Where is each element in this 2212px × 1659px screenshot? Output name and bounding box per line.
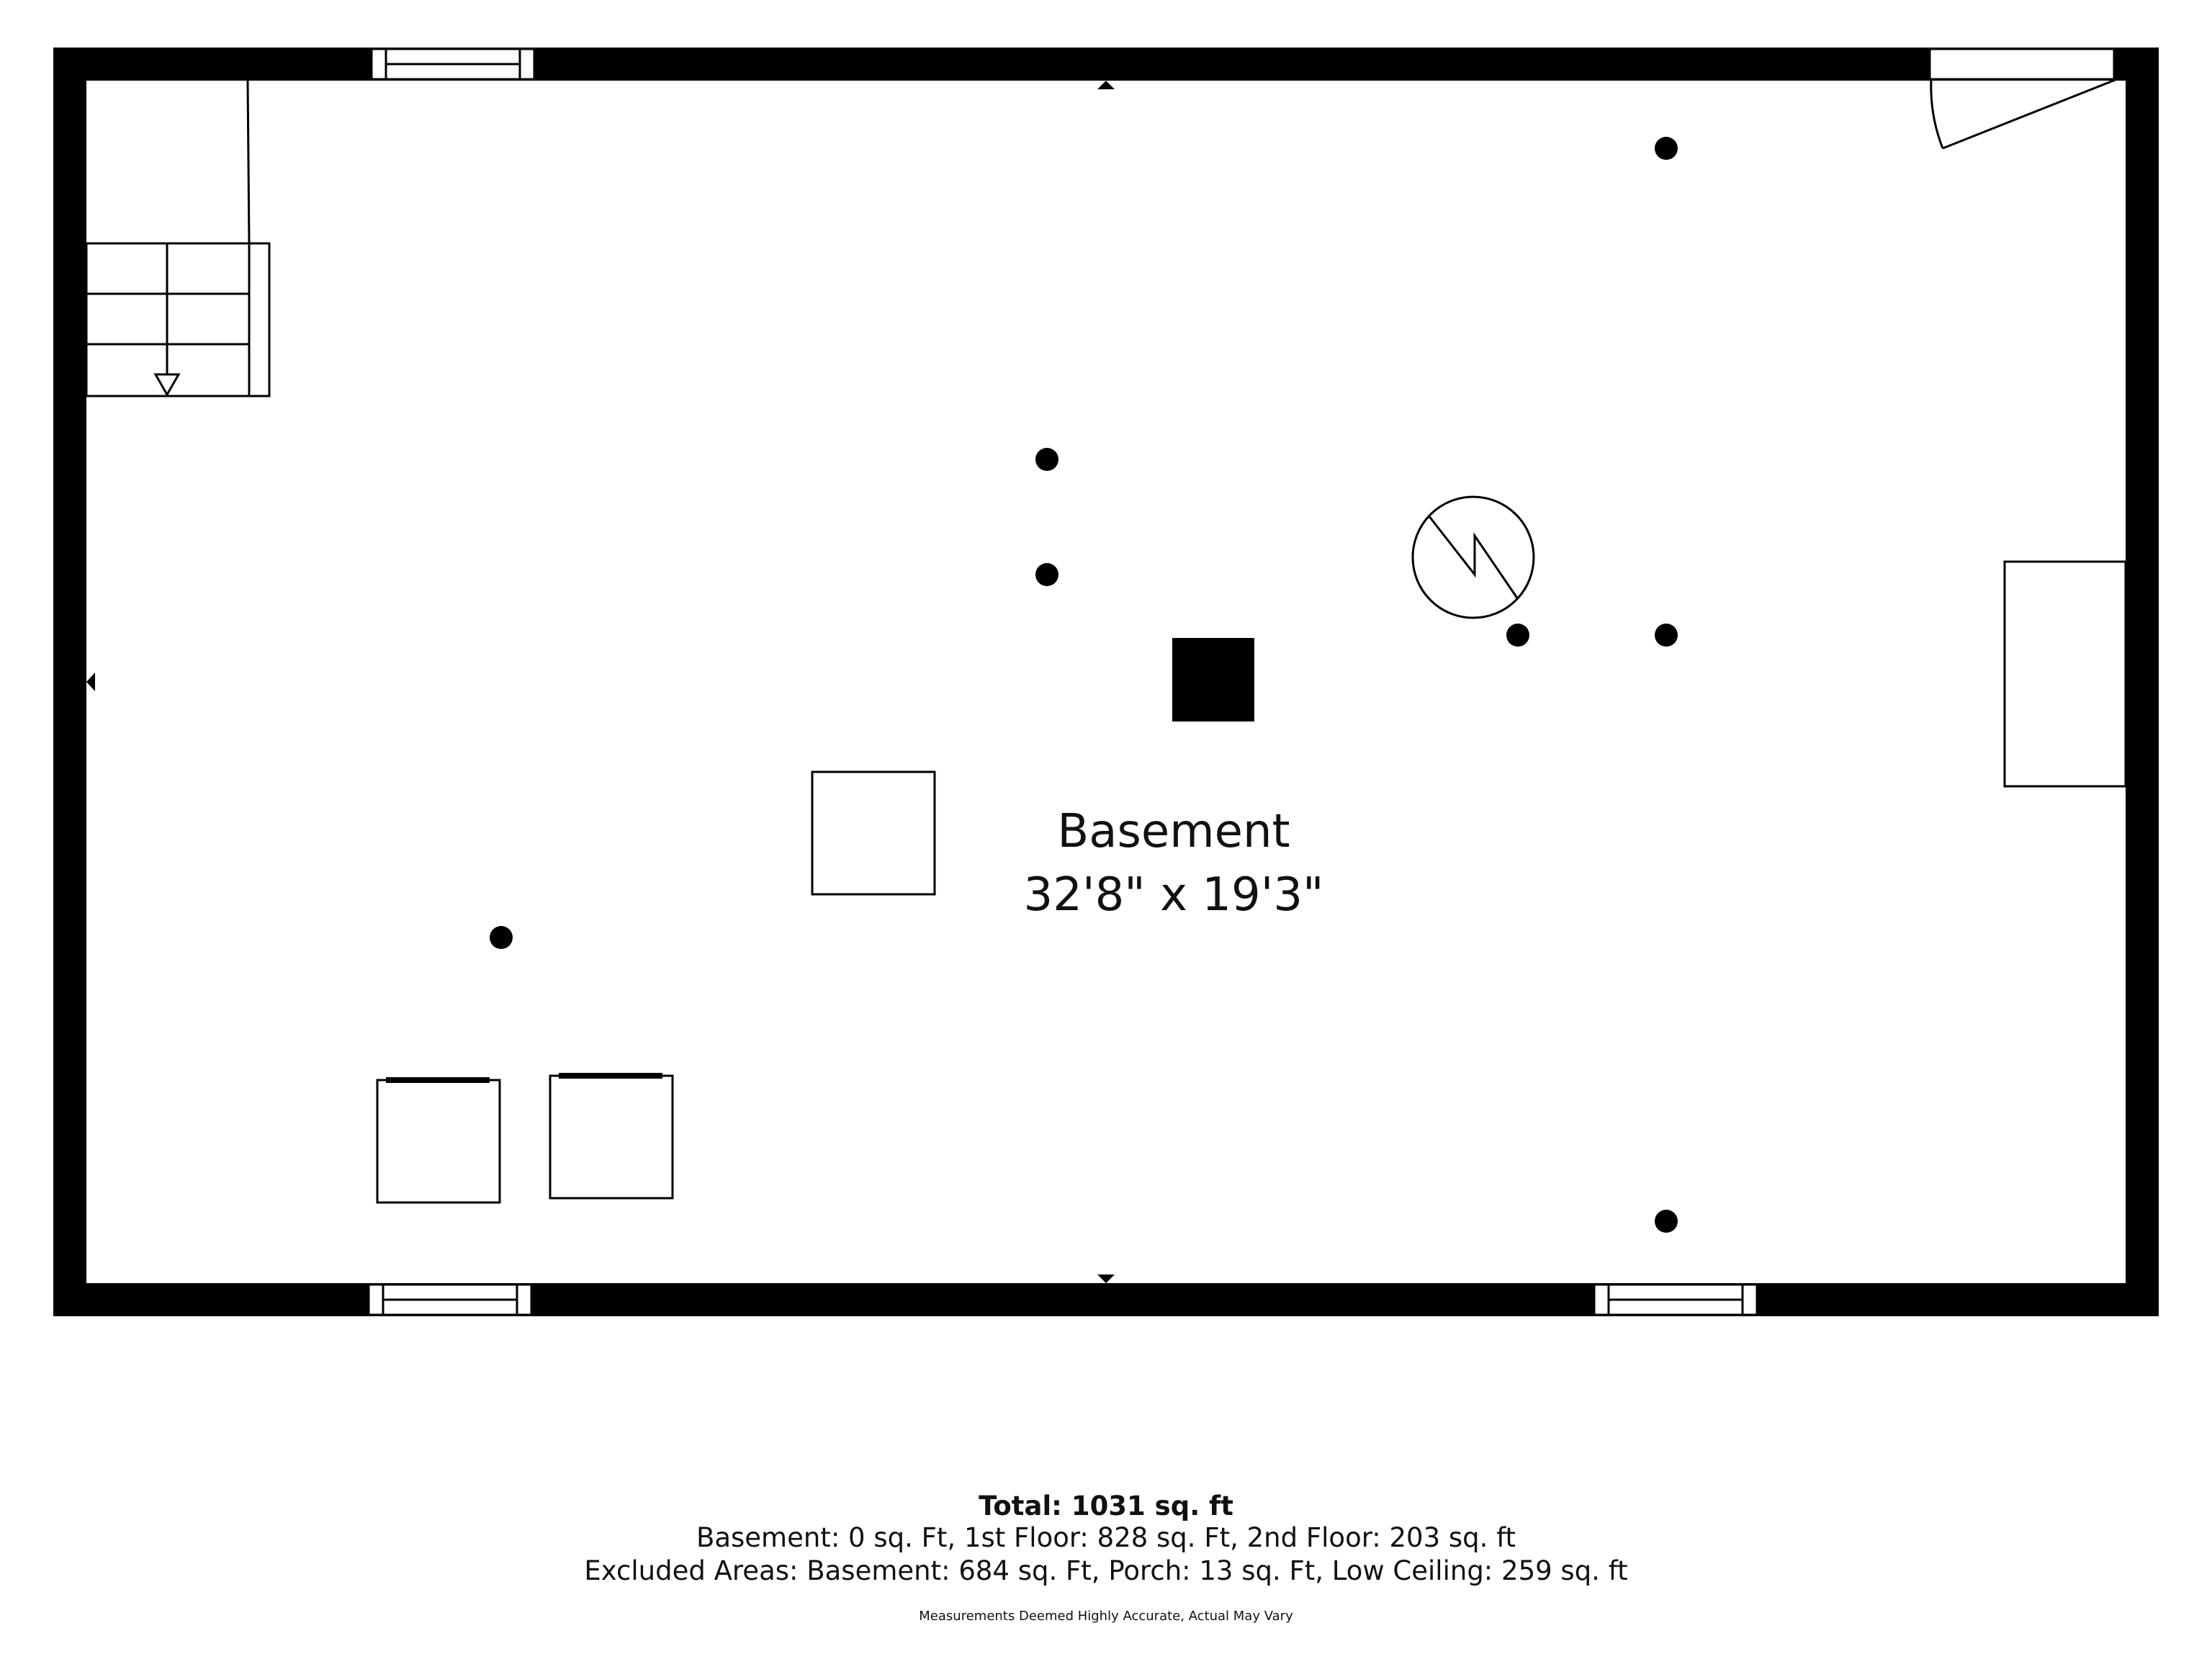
door-swing-icon	[1928, 48, 2118, 150]
window-icon	[367, 1283, 533, 1316]
windows	[367, 48, 1758, 1316]
support-post-icon	[1035, 448, 1058, 471]
laundry-appliances	[376, 1073, 674, 1204]
support-post-icon	[1506, 624, 1529, 647]
wall-right	[2126, 48, 2159, 1316]
water-heater-icon	[1411, 495, 1535, 619]
chimney-block	[1172, 638, 1254, 721]
furnace-unit	[811, 770, 936, 896]
washer-icon	[376, 1077, 501, 1204]
marker-left	[86, 673, 95, 691]
window-icon	[370, 48, 536, 81]
room-name: Basement	[1057, 805, 1290, 858]
dryer-icon	[549, 1073, 674, 1200]
exterior-walls	[53, 48, 2159, 1316]
support-posts	[490, 137, 1678, 1233]
marker-top	[1097, 81, 1115, 89]
stairs-down-icon	[85, 80, 271, 397]
summary-disclaimer: Measurements Deemed Highly Accurate, Act…	[919, 1609, 1293, 1624]
support-post-icon	[490, 926, 513, 949]
support-post-icon	[1655, 137, 1678, 160]
wall-left	[53, 48, 86, 1316]
support-post-icon	[1035, 563, 1058, 586]
marker-bottom	[1097, 1274, 1115, 1283]
wall-cabinet	[2003, 560, 2127, 788]
summary-total: Total: 1031 sq. ft	[979, 1491, 1233, 1521]
support-post-icon	[1655, 1210, 1678, 1233]
wall-top	[53, 48, 2159, 81]
window-icon	[1593, 1283, 1758, 1316]
support-post-icon	[1655, 624, 1678, 647]
room-dimensions: 32'8" x 19'3"	[1024, 868, 1324, 922]
summary-excluded-areas: Excluded Areas: Basement: 684 sq. Ft, Po…	[584, 1555, 1628, 1586]
summary-floor-areas: Basement: 0 sq. Ft, 1st Floor: 828 sq. F…	[696, 1522, 1516, 1553]
